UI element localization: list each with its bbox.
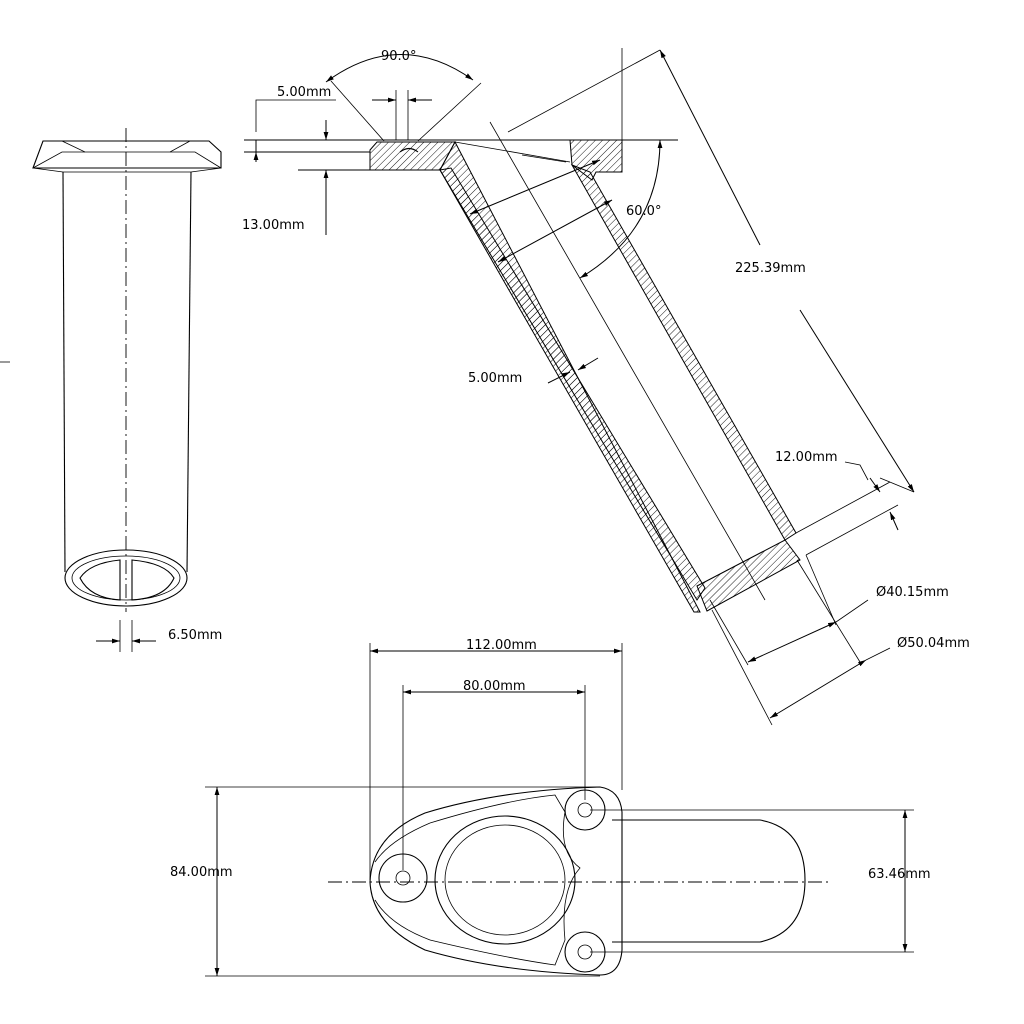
dim-slot-width: 6.50mm [168,628,222,643]
dim-flange-length: 112.00mm [466,638,537,653]
plan-view-flange: 112.00mm 80.00mm 84.00mm 63.46mm [170,638,931,977]
dim-hole-spacing-long: 80.00mm [463,679,526,694]
section-view-angled: 90.0° 5.00mm 13.00mm 60.0° 225.39mm 5.00… [242,48,970,726]
dim-angle-tube: 60.0° [626,204,661,219]
side-view-tube: 6.50mm [0,128,222,652]
dim-tube-length: 225.39mm [735,261,806,276]
dim-flange-width: 84.00mm [170,865,233,880]
dim-inner-diameter: Ø40.15mm [876,585,949,600]
dim-outer-diameter: Ø50.04mm [897,636,970,651]
dim-wall-thickness: 5.00mm [468,371,522,386]
dim-slot-depth: 13.00mm [242,218,305,233]
dim-flange-thickness: 5.00mm [277,85,331,100]
dim-angle-top: 90.0° [381,49,416,64]
dim-hole-spacing-wide: 63.46mm [868,867,931,882]
dim-bottom-thickness: 12.00mm [775,450,838,465]
